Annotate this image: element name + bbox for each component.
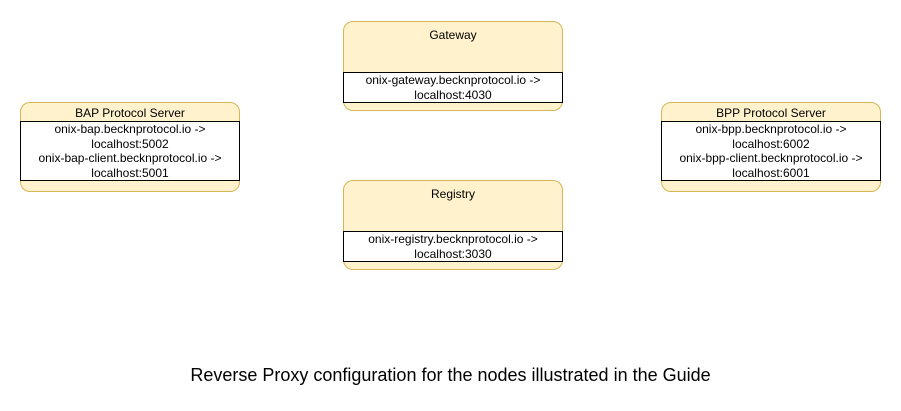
node-registry: Registry onix-registry.becknprotocol.io … [343, 180, 563, 270]
mapping-line: localhost:6001 [732, 165, 810, 180]
mapping-line: onix-bpp-client.becknprotocol.io -> [679, 151, 863, 165]
node-registry-title: Registry [430, 187, 475, 201]
node-gateway: Gateway onix-gateway.becknprotocol.io ->… [343, 21, 563, 111]
node-bpp-protocol-server: BPP Protocol Server onix-bpp.becknprotoc… [661, 102, 881, 192]
mapping-line: onix-bpp.becknprotocol.io -> [695, 122, 847, 136]
node-gateway-mapping-box: onix-gateway.becknprotocol.io -> localho… [343, 72, 563, 103]
mapping-line: onix-gateway.becknprotocol.io -> [365, 73, 541, 87]
node-registry-mapping-box: onix-registry.becknprotocol.io -> localh… [343, 231, 563, 262]
mapping-line: localhost:4030 [414, 87, 492, 102]
node-bpp-title: BPP Protocol Server [716, 106, 826, 120]
diagram-caption: Reverse Proxy configuration for the node… [190, 365, 711, 385]
node-bap-title: BAP Protocol Server [75, 106, 185, 120]
mapping-line: localhost:5001 [91, 165, 169, 180]
mapping-line: onix-bap.becknprotocol.io -> [54, 122, 206, 136]
node-bap-protocol-server: BAP Protocol Server onix-bap.becknprotoc… [20, 102, 240, 192]
mapping-line: localhost:3030 [414, 246, 492, 261]
node-bpp-mapping-box: onix-bpp.becknprotocol.io -> localhost:6… [661, 121, 881, 181]
node-bap-mapping-box: onix-bap.becknprotocol.io -> localhost:5… [20, 121, 240, 181]
mapping-line: localhost:6002 [732, 136, 810, 151]
mapping-line: onix-bap-client.becknprotocol.io -> [38, 151, 222, 165]
node-gateway-title: Gateway [429, 28, 477, 42]
mapping-line: localhost:5002 [91, 136, 169, 151]
mapping-line: onix-registry.becknprotocol.io -> [368, 232, 538, 246]
